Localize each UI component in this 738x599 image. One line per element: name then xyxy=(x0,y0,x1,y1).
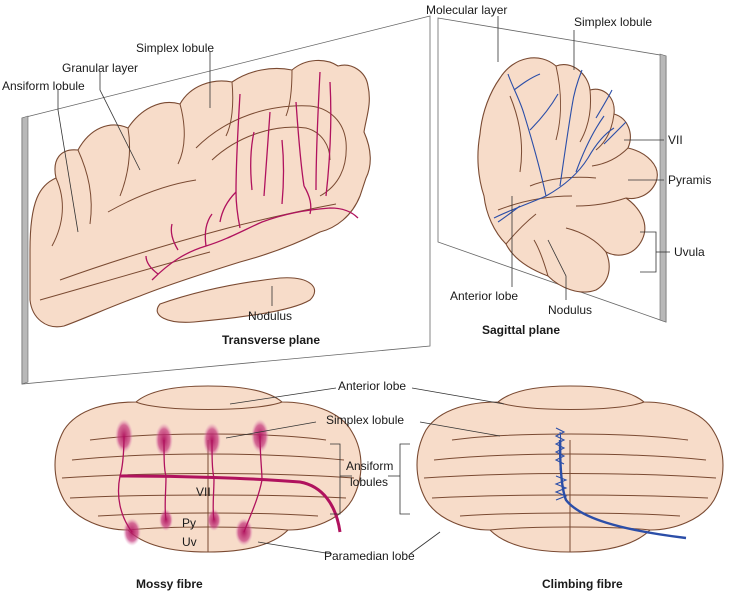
climbing-fibre-caption: Climbing fibre xyxy=(542,577,623,591)
sagittal-plane-panel xyxy=(437,17,667,323)
mossy-fibre-axon xyxy=(117,435,342,533)
mossy-fibre-cerebellum-view xyxy=(54,385,362,553)
uv-label: Uv xyxy=(182,535,197,549)
climbing-fibre-axon xyxy=(554,427,687,540)
climbing-fibre-cerebellum-view xyxy=(416,385,724,553)
simplex-lobule-bottom-label: Simplex lobule xyxy=(326,413,404,427)
sagittal-section-tissue xyxy=(477,57,658,293)
transverse-plane-panel xyxy=(21,15,431,385)
molecular-layer-label: Molecular layer xyxy=(426,3,507,17)
mossy-fibre-transverse-branches xyxy=(145,71,359,281)
paramedian-lobe-label: Paramedian lobe xyxy=(324,549,415,563)
transverse-plane-caption: Transverse plane xyxy=(222,333,320,347)
vii-sagittal-label: VII xyxy=(668,133,683,147)
anterior-lobe-sagittal-label: Anterior lobe xyxy=(450,289,518,303)
granular-layer-label: Granular layer xyxy=(62,61,138,75)
uvula-label: Uvula xyxy=(674,245,705,259)
anterior-lobe-bottom-label: Anterior lobe xyxy=(338,379,406,393)
pyramis-label: Pyramis xyxy=(668,173,711,187)
simplex-lobule-transverse-label: Simplex lobule xyxy=(136,41,214,55)
vii-bottom-label: VII xyxy=(196,485,211,499)
nodulus-sagittal-label: Nodulus xyxy=(548,303,592,317)
py-label: Py xyxy=(182,516,196,530)
ansiform-lobules-label-line2: lobules xyxy=(350,475,388,489)
climbing-fibre-sagittal-branches xyxy=(493,69,627,223)
mossy-fibre-caption: Mossy fibre xyxy=(136,577,203,591)
sagittal-plane-caption: Sagittal plane xyxy=(482,323,560,337)
ansiform-lobule-label: Ansiform lobule xyxy=(2,79,85,93)
simplex-lobule-sagittal-label: Simplex lobule xyxy=(574,15,652,29)
leader-lines xyxy=(57,16,670,555)
nodulus-transverse-label: Nodulus xyxy=(248,309,292,323)
ansiform-lobules-label-line1: Ansiform xyxy=(346,459,393,473)
